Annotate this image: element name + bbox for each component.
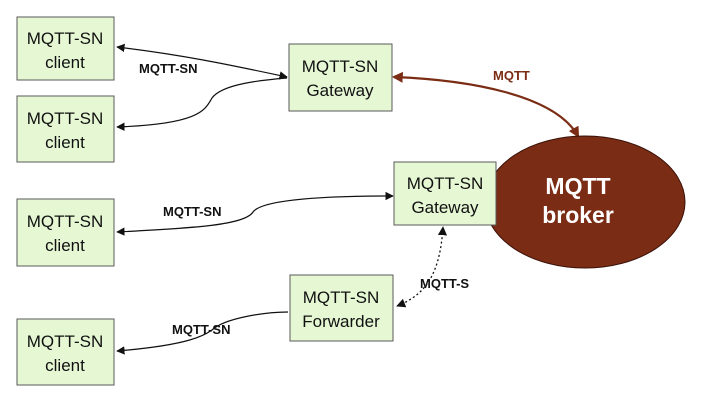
link-client1-gateway-top — [116, 43, 288, 80]
link-gateway-broker-mqtt — [391, 71, 580, 138]
gateway-label-line1: MQTT-SN — [407, 174, 484, 193]
client-label-line2: client — [45, 53, 85, 72]
gateway-node-top: MQTT-SN Gateway — [288, 43, 393, 112]
forwarder-label-line1: MQTT-SN — [303, 288, 380, 307]
client-label-line1: MQTT-SN — [27, 109, 104, 128]
label-forwarder-link: MQTT-S — [420, 276, 469, 291]
link-client2-gateway-top — [116, 77, 288, 131]
label-mqtt-link: MQTT — [493, 68, 530, 83]
broker-label-line2: broker — [542, 202, 614, 228]
client-node: MQTT-SN client — [16, 318, 115, 386]
client-label-line1: MQTT-SN — [27, 332, 104, 351]
client-label-line1: MQTT-SN — [27, 212, 104, 231]
label-bottom-link: MQTT-SN — [172, 322, 231, 337]
link-client4-forwarder — [116, 311, 289, 355]
client-node: MQTT-SN client — [16, 198, 115, 267]
gateway-label-line2: Gateway — [306, 81, 374, 100]
gateway-label-line1: MQTT-SN — [302, 57, 379, 76]
label-mid-link: MQTT-SN — [163, 204, 222, 219]
label-top-link: MQTT-SN — [139, 61, 198, 76]
gateway-node-mid: MQTT-SN Gateway — [393, 161, 497, 226]
link-forwarder-gateway-mid — [396, 226, 448, 308]
client-node: MQTT-SN client — [16, 95, 115, 163]
link-client3-gateway-mid — [116, 191, 394, 236]
forwarder-label-line2: Forwarder — [302, 312, 380, 331]
client-label-line2: client — [45, 133, 85, 152]
gateway-label-line2: Gateway — [411, 198, 479, 217]
client-label-line1: MQTT-SN — [27, 29, 104, 48]
client-label-line2: client — [45, 356, 85, 375]
client-label-line2: client — [45, 236, 85, 255]
forwarder-node: MQTT-SN Forwarder — [289, 274, 394, 342]
broker-label-line1: MQTT — [545, 173, 610, 199]
client-node: MQTT-SN client — [16, 16, 115, 81]
